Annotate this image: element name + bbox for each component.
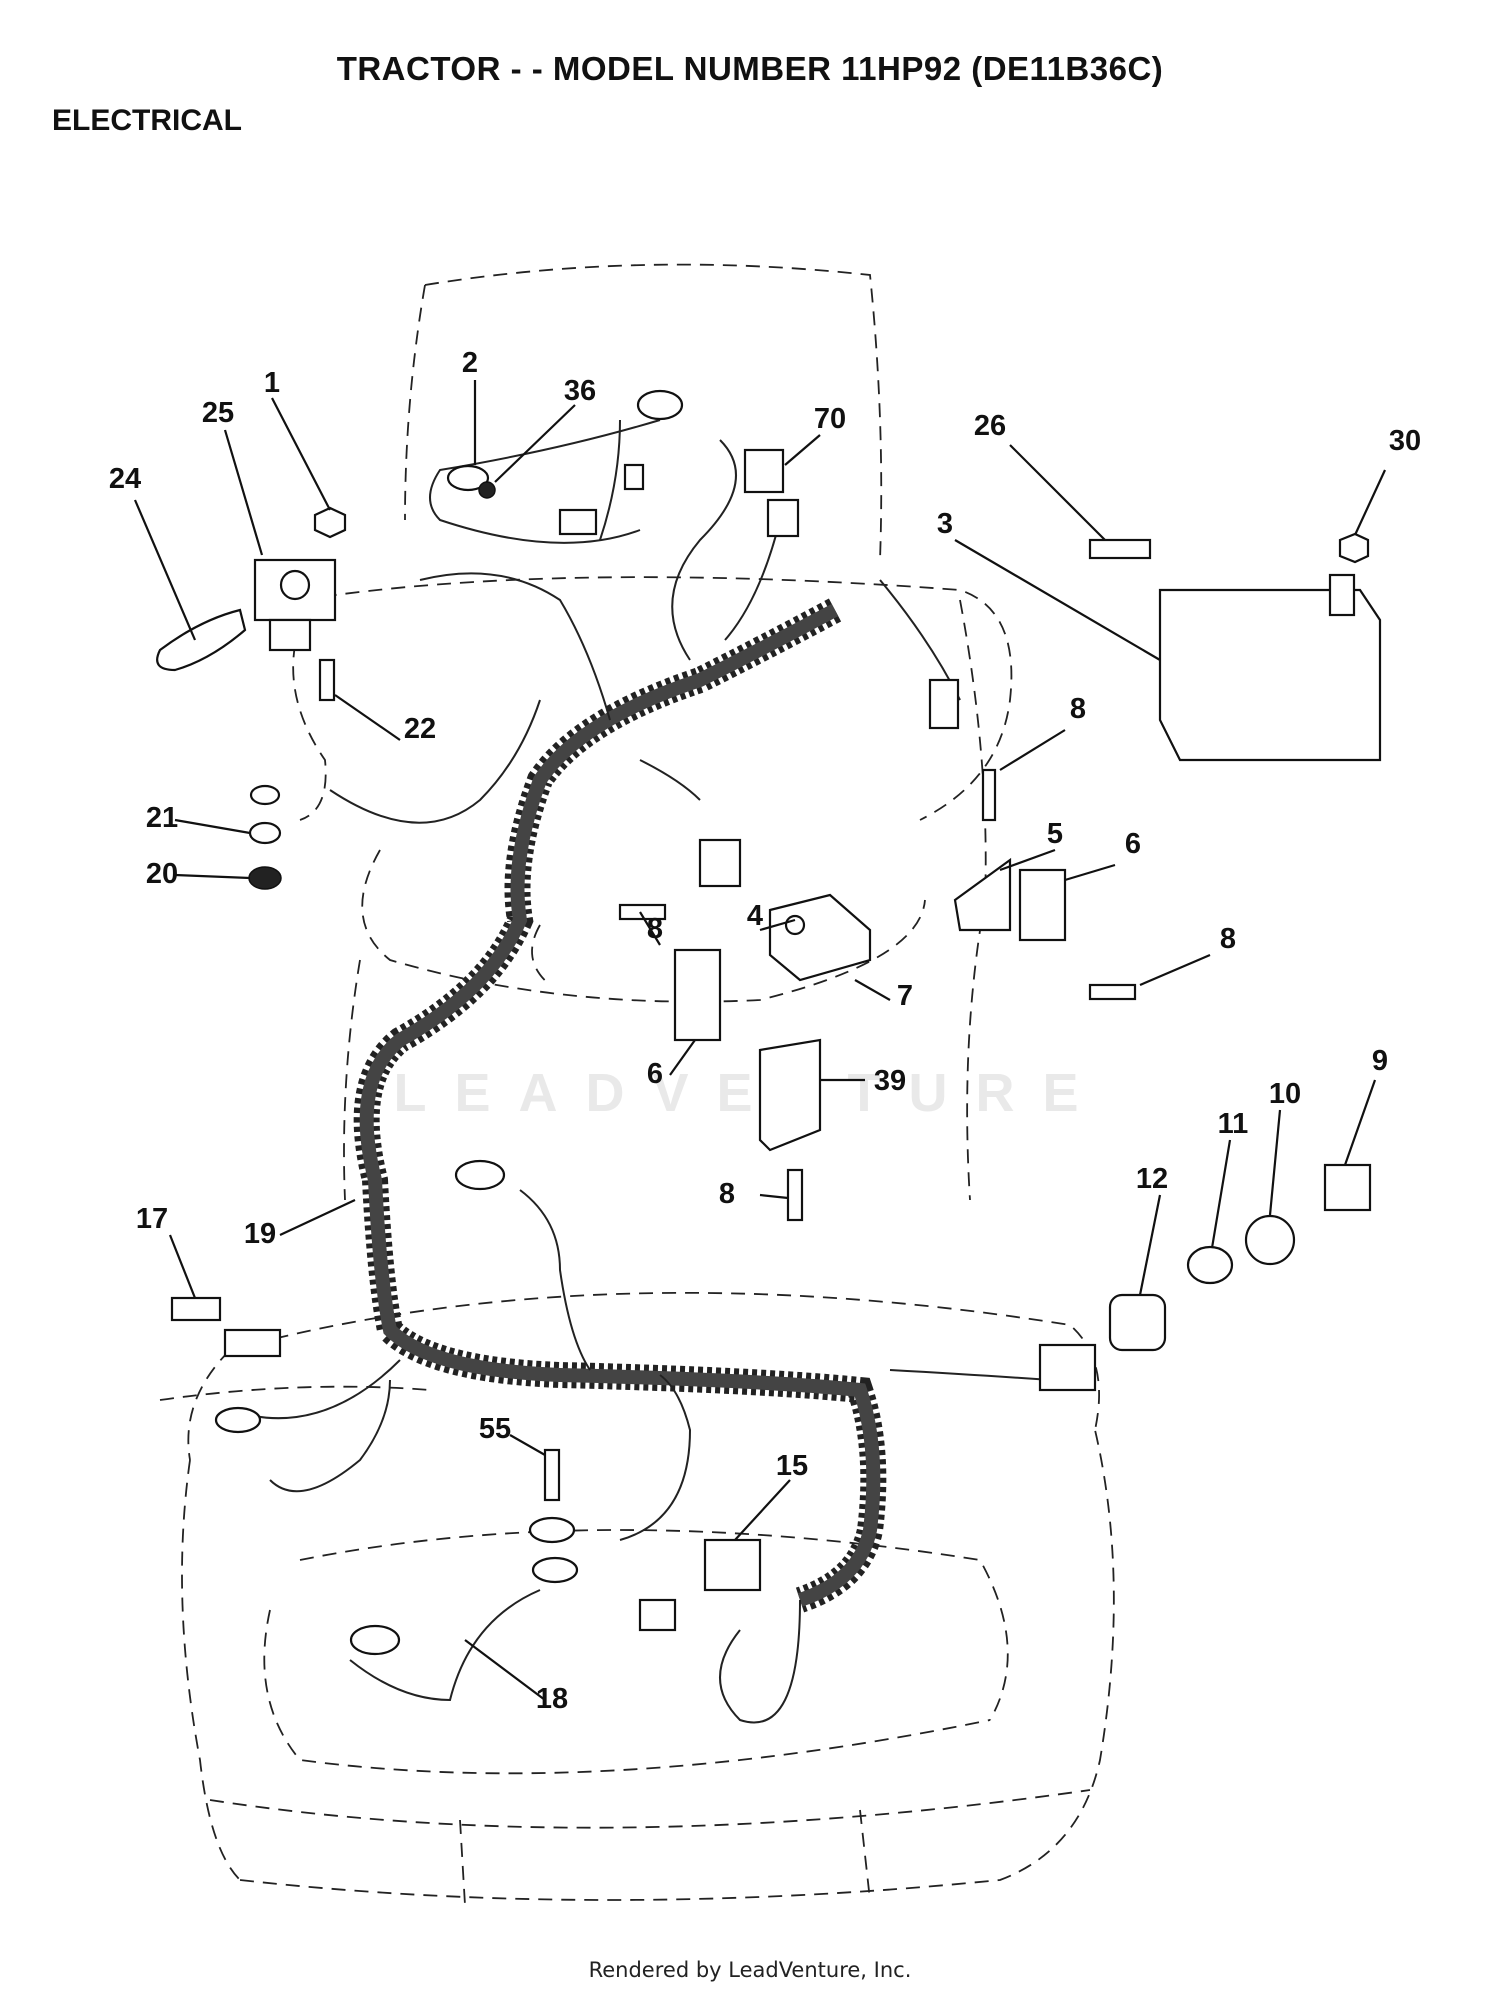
callout-26: 26 [974,410,1006,442]
bracket-part-39 [758,1038,822,1152]
callout-7: 7 [897,980,913,1012]
callout-5: 5 [1047,818,1063,850]
nut-part-30 [1338,532,1370,564]
bolt-part-22 [318,658,336,702]
callout-39: 39 [874,1065,906,1097]
callout-11: 11 [1218,1108,1249,1140]
callout-3: 3 [937,508,953,540]
callout-8d: 8 [719,1178,735,1210]
nut-part-11 [1186,1245,1234,1285]
watermark: LEADVENTURE [393,1063,1107,1123]
callout-36: 36 [564,375,596,407]
callout-8c: 8 [647,913,663,945]
leader-lines [133,380,1386,1701]
seat-switch-part-15 [703,1538,762,1592]
battery-part-3 [1158,588,1382,762]
callout-17: 17 [136,1203,168,1235]
callout-8a: 8 [1070,693,1086,725]
callout-12: 12 [1136,1163,1168,1195]
footer-credit: Rendered by LeadVenture, Inc. [588,1958,912,1982]
ignition-switch-part-12 [1108,1293,1167,1352]
coiled-wire-harness [353,598,887,1613]
parts [156,389,1382,1656]
callout-9: 9 [1372,1045,1388,1077]
fuse-holder-part-19 [223,1328,282,1358]
terminal-part-2 [446,464,490,492]
callout-6a: 6 [1125,828,1141,860]
callout-24: 24 [109,463,141,495]
callout-55: 55 [479,1413,511,1445]
callout-18: 18 [536,1683,568,1715]
bolt-part-26 [1088,538,1152,560]
nut-part-20 [248,866,282,890]
callout-21: 21 [146,802,178,834]
callout-70: 70 [814,403,846,435]
page-title: TRACTOR - - MODEL NUMBER 11HP92 (DE11B36… [336,50,1164,87]
callout-22: 22 [404,713,436,745]
callout-4: 4 [747,900,763,932]
callout-labels: 1 2 3 4 5 6 6 7 8 8 8 8 9 10 11 12 15 17… [109,347,1421,1715]
callout-20: 20 [146,858,178,890]
bezel-part-10 [1244,1214,1296,1266]
nut-part-1 [313,506,347,539]
callout-8b: 8 [1220,923,1236,955]
tractor-outline [159,263,1115,1906]
callout-6b: 6 [647,1058,663,1090]
switch-part-6 [1018,868,1067,942]
callout-2: 2 [462,347,478,379]
bolt-part-55 [543,1448,561,1502]
callout-1: 1 [264,367,280,399]
connector-part-70 [743,448,785,494]
star-washer-part-36 [478,481,496,499]
callout-19: 19 [244,1218,276,1250]
key-part-9 [1323,1163,1372,1212]
callout-15: 15 [776,1450,808,1482]
bolt-part-8 [981,768,997,822]
ground-wire-part-18 [531,1556,579,1584]
callout-25: 25 [202,397,234,429]
washer-part-21 [248,821,282,845]
washer-part-4 [784,914,806,936]
plate-part-7 [768,893,872,982]
section-title: ELECTRICAL [52,104,242,137]
boot-part-24 [156,608,247,672]
wiring [229,419,1051,1724]
callout-10: 10 [1269,1078,1301,1110]
fuse-part-17 [170,1296,222,1322]
callout-30: 30 [1389,425,1421,457]
bracket-part-5 [953,857,1012,932]
